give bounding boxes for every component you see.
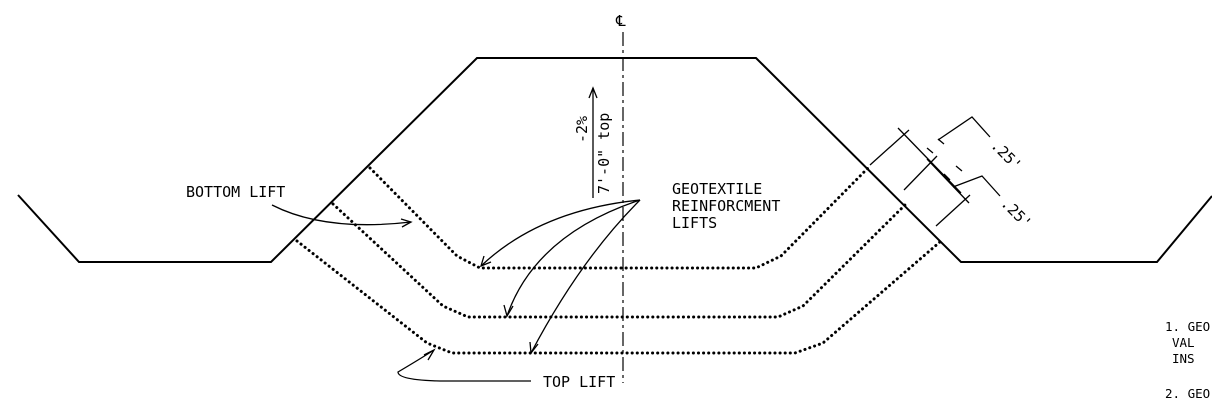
leader-to-upper-lift [480, 199, 641, 267]
lift-lower [295, 239, 943, 355]
bottom-lift-leader-head [400, 218, 413, 228]
extension-line-3 [926, 158, 970, 204]
dimension-label-2: .25' [997, 194, 1035, 232]
geotextile-label-line-2: REINFORCMENT [672, 197, 780, 215]
dimension-line [869, 129, 910, 166]
slope-label: -2% [573, 116, 591, 143]
extension-line-1 [897, 127, 962, 194]
leader-to-upper-lift-head [479, 255, 492, 268]
dimension-leader-1 [937, 116, 991, 141]
leader-to-lower-lift-head [529, 341, 539, 355]
slope-arrow-head [588, 86, 598, 99]
centerline-symbol: ℄ [615, 12, 626, 30]
width-label: 7'-0" top [595, 113, 613, 194]
lift-middle [331, 202, 908, 319]
leader-to-lower-lift [530, 199, 641, 354]
note-1-line-3: INS [1172, 351, 1195, 366]
top-lift-leader [397, 349, 531, 382]
thickness-dimension [869, 116, 1001, 227]
dimension-label-1: .25' [987, 136, 1025, 174]
geotextile-label: GEOTEXTILE REINFORCMENT LIFTS [672, 180, 789, 232]
top-lift-label: TOP LIFT [543, 373, 615, 391]
note-2-line-1: 2. GEO [1165, 386, 1210, 401]
dimension-arrow-2 [943, 165, 963, 181]
slope-annotation: -2% 7'-0" top [573, 86, 613, 198]
bottom-lift-label: BOTTOM LIFT [186, 183, 285, 201]
extension-line-4 [935, 194, 971, 227]
ground-profile-line [17, 57, 1212, 263]
geotextile-label-line-3: LIFTS [672, 214, 717, 232]
dimension-leader-2 [952, 175, 1001, 197]
bottom-lift-leader [271, 204, 412, 226]
geotextile-label-line-1: GEOTEXTILE [672, 180, 762, 198]
dimension-arrow-1 [926, 138, 945, 154]
notes-block: 1. GEO VAL INS 2. GEO [1165, 319, 1210, 401]
note-1-line-2: VAL [1172, 335, 1195, 350]
leader-to-middle-lift [506, 199, 641, 317]
extension-line-2 [903, 155, 938, 191]
lift-upper [368, 166, 870, 270]
top-lift-leader-head [423, 348, 436, 361]
note-1-line-1: 1. GEO [1165, 319, 1210, 334]
leader-to-middle-lift-head [503, 304, 514, 318]
